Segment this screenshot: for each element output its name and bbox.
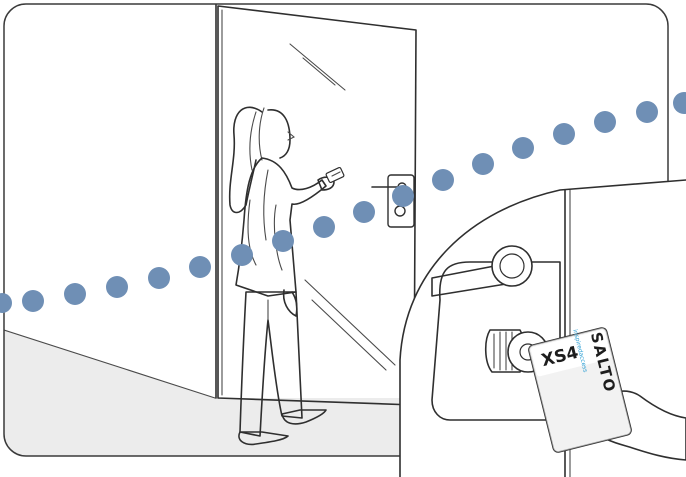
signal-dot <box>673 92 686 114</box>
signal-dot <box>148 267 170 289</box>
signal-dot <box>22 290 44 312</box>
signal-dot <box>432 169 454 191</box>
signal-dot <box>272 230 294 252</box>
signal-dot <box>472 153 494 175</box>
signal-dot <box>64 283 86 305</box>
signal-dot <box>353 201 375 223</box>
signal-dot <box>512 137 534 159</box>
signal-dot <box>553 123 575 145</box>
signal-dot <box>231 244 253 266</box>
signal-dot <box>392 185 414 207</box>
signal-dot <box>189 256 211 278</box>
signal-dot <box>636 101 658 123</box>
signal-dot <box>106 276 128 298</box>
signal-dot <box>313 216 335 238</box>
signal-dot <box>594 111 616 133</box>
